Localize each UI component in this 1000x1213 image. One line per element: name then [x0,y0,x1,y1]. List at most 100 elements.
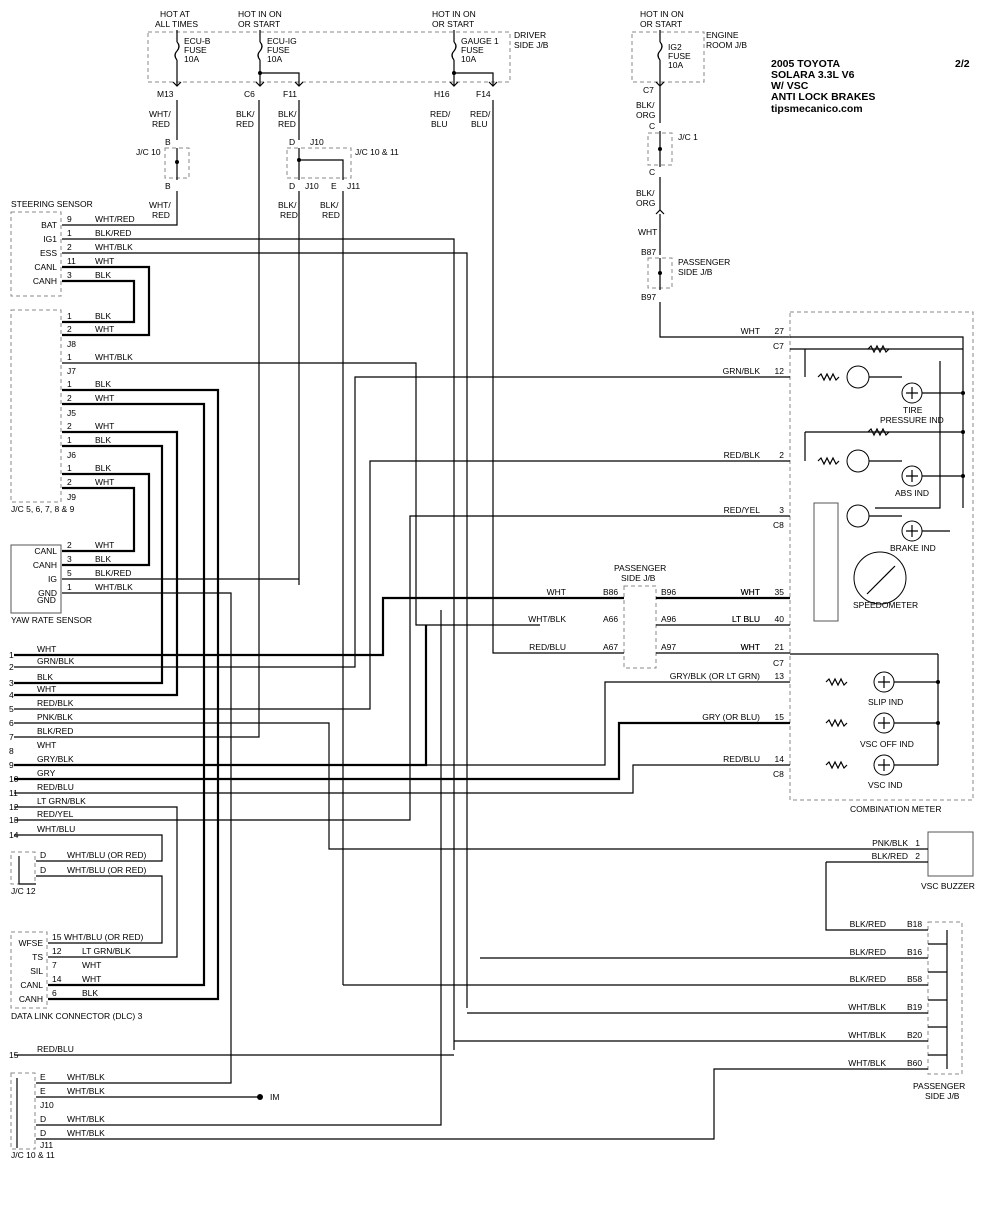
abs-wire-color: GRY [37,768,56,778]
steering-pin-number: 1 [67,228,72,238]
jc12-pin: D [40,850,46,860]
dlc3-wire-color: BLK [82,988,98,998]
title-line-2: SOLARA 3.3L V6 [771,69,855,81]
yaw-pin-number: 5 [67,568,72,578]
jc12-wire-color: WHT/BLU (OR RED) [67,865,147,875]
pass-jb-bottom-wire: BLK/RED [850,947,886,957]
pass-jb-bottom-pin: B58 [907,974,922,984]
fuse2-amp: 10A [267,54,282,64]
vsc-ind-label: VSC IND [868,780,902,790]
jc10-11-pin: E [40,1086,46,1096]
meter-c7-wire-color: GRN/BLK [723,366,761,376]
meter-conn-c7: C7 [773,658,784,668]
pass-jb-bottom-pin: B18 [907,919,922,929]
jc10-11-top: D J10 J/C 10 & 11 D J10 E J11 BLK/ RED B… [278,100,399,985]
fuse4-type: FUSE [668,51,691,61]
hot-label-4a: HOT IN ON [640,9,684,19]
jc-pin-number: 2 [67,393,72,403]
fuse2-type: FUSE [267,45,290,55]
dlc3-pin-number: 7 [52,960,57,970]
abs-pin-number: 4 [9,690,14,700]
transistor-icon [846,449,870,473]
abs-wire-color: WHT [37,740,56,750]
pass-jb-mid-right-pin: A96 [661,614,676,624]
hot-label-4b: OR START [640,19,682,29]
fuse1-type: FUSE [184,45,207,55]
jc5-9-box [10,309,62,503]
jc-wire-color: BLK [95,463,111,473]
abs-pin-number: 15 [9,1050,19,1060]
jc-pin-number: 1 [67,311,72,321]
pass-jb-mid-left-pin: A66 [603,614,618,624]
resistor-icon [825,760,848,770]
dlc3-pin-name: CANH [19,994,43,1004]
steering-wire-color: WHT/BLK [95,242,133,252]
steering-wire-color: WHT/RED [95,214,135,224]
pass-jb-bottom-wire: BLK/RED [850,919,886,929]
pass-jb-mid-label-2: SIDE J/B [621,573,656,583]
pass-jb-mid-left-wire: WHT [547,587,566,597]
pin-d: D [289,137,295,147]
brake-lamp-icon [901,520,923,542]
yaw-wire-color: BLK/RED [95,568,131,578]
vsc-off-ind-label: VSC OFF IND [860,739,914,749]
pin-f14: F14 [476,89,491,99]
steering-wire-color: BLK/RED [95,228,131,238]
pass-jb-mid-left-pin: B86 [603,587,618,597]
meter-conn-c8: C8 [773,769,784,779]
pin-b97: B97 [641,292,656,302]
vsc-buzzer-label: VSC BUZZER [921,881,975,891]
jc-pin-number: 1 [67,435,72,445]
steering-pin-name: IG1 [43,234,57,244]
engine-room-jb: HOT IN ON OR START ENGINE ROOM J/B IG2 F… [631,9,790,338]
buzzer-wire-color: BLK/RED [872,851,908,861]
jc12-pin: D [40,865,46,875]
tire-pressure-label-1: TIRE [903,405,923,415]
brake-ind-label: BRAKE IND [890,543,936,553]
abs-pin-number: 10 [9,774,19,784]
wire-label: RED [152,119,170,129]
jc10-11-bottom-box [10,1072,36,1150]
abs-pin-number: 13 [9,815,19,825]
abs-pin-number: 5 [9,704,14,714]
pin-j10: J10 [305,181,319,191]
pin-j10: J10 [310,137,324,147]
pin-c6: C6 [244,89,255,99]
steering-pin-number: 3 [67,270,72,280]
meter-c8-pin: 35 [775,587,785,597]
abs-pin-number: 7 [9,732,14,742]
jc10-11-box [286,147,352,179]
page-number: 2/2 [955,58,970,70]
resistor-icon [867,344,890,354]
abs-pin-number: 11 [9,788,18,798]
slip-lamp-icon [873,671,895,693]
jc-wire-color: WHT [95,324,114,334]
wire-label: RED [322,210,340,220]
title-line-1: 2005 TOYOTA [771,58,840,70]
steering-pin-number: 11 [67,256,76,266]
steering-pin-name: BAT [41,220,57,230]
yaw-pin-number: 1 [67,582,72,592]
dlc3-pin-name: TS [32,952,43,962]
meter-c8-pin: 13 [775,671,785,681]
wire-label: WHT/ [149,200,171,210]
yaw-rate-label: YAW RATE SENSOR [11,615,92,625]
wire-label: ORG [636,110,655,120]
abs-lamp-icon [901,465,923,487]
meter-c8-pin: 15 [775,712,785,722]
jc10-11-pin: D [40,1114,46,1124]
jc-wire-color: WHT [95,393,114,403]
pass-jb-mid-right-wire: WHT [741,587,760,597]
dlc3-pin-name: SIL [30,966,43,976]
slip-ind-label: SLIP IND [868,697,903,707]
fuse-icon [451,41,457,61]
jc10-11-wire-color: WHT/BLK [67,1086,105,1096]
meter-c8-pin: 40 [775,614,785,624]
speedometer-label: SPEEDOMETER [853,600,918,610]
resistor-icon [817,456,840,466]
dlc3-pin-number: 14 [52,974,62,984]
steering-pin-name: CANH [33,276,57,286]
jc-wire-color: BLK [95,435,111,445]
engine-jb-label-1: ENGINE [706,30,739,40]
